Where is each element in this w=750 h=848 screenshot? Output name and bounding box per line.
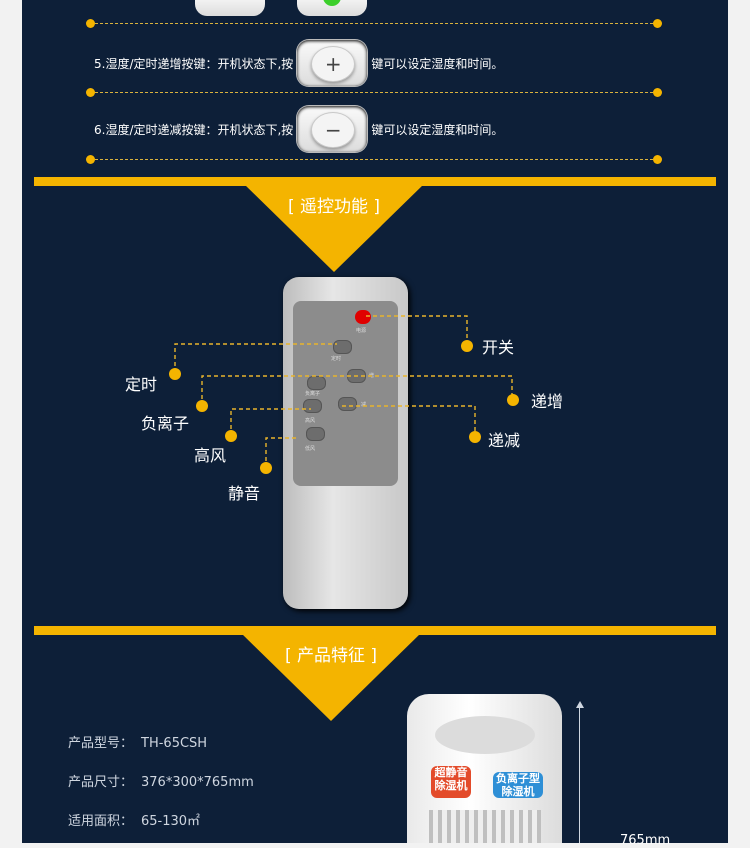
label-mute: 静音: [228, 484, 261, 503]
minus-icon: −: [311, 112, 356, 148]
instruction-text: 6.湿度/定时递减按键：开机状态下,按: [94, 122, 294, 137]
divider: [86, 19, 662, 29]
partial-key-button: [297, 0, 367, 16]
remote-label: 低风: [305, 446, 316, 452]
label-anion: 负离子: [141, 414, 190, 433]
spec-area: 适用面积： 65-130㎡: [68, 810, 200, 829]
remote-label: 定时: [331, 356, 342, 362]
section-triangle: [244, 184, 424, 272]
instruction-text: 键可以设定湿度和时间。: [371, 122, 504, 137]
arrow-up-icon: [576, 701, 584, 708]
remote-control-image: 电源 定时 负离子 增 减 高风 低风: [283, 277, 408, 609]
label-power: 开关: [482, 338, 515, 357]
spec-label: 产品尺寸：: [68, 775, 134, 790]
increase-key: +: [297, 40, 368, 86]
remote-label: 电源: [356, 328, 367, 334]
label-decrease: 递减: [488, 431, 521, 450]
section-triangle: [241, 633, 421, 721]
spec-model: 产品型号： TH-65CSH: [68, 732, 207, 751]
section-title-product: [ 产品特征 ]: [284, 646, 378, 666]
callout-dot: [196, 400, 208, 412]
remote-button: [303, 399, 322, 413]
spec-size: 产品尺寸： 376*300*765mm: [68, 771, 254, 790]
label-high-wind: 高风: [194, 446, 227, 465]
spec-value: 376*300*765mm: [141, 775, 254, 790]
height-dimension-line: [579, 706, 580, 843]
remote-label: 增: [369, 373, 375, 379]
section-bar: [34, 177, 716, 186]
instruction-text: 5.湿度/定时递增按键：开机状态下,按: [94, 56, 294, 71]
remote-button: [333, 340, 352, 354]
callout-dot: [169, 368, 181, 380]
remote-label: 负离子: [305, 391, 321, 397]
callout-dot: [469, 431, 481, 443]
section-title-remote: [ 遥控功能 ]: [287, 197, 381, 217]
air-grille: [429, 810, 541, 843]
remote-button: [338, 397, 357, 411]
instruction-increase: 5.湿度/定时递增按键：开机状态下,按 + 键可以设定湿度和时间。: [94, 40, 503, 86]
remote-label: 减: [361, 402, 367, 408]
spec-value: 65-130㎡: [141, 814, 201, 829]
height-dimension-label: 765mm: [620, 833, 671, 848]
remote-button: [347, 369, 366, 383]
plus-icon: +: [311, 46, 356, 82]
label-increase: 递增: [531, 392, 564, 411]
remote-button: [307, 376, 326, 390]
spec-value: TH-65CSH: [141, 736, 208, 751]
partial-key-button: [195, 0, 265, 16]
divider: [86, 155, 662, 165]
divider: [86, 88, 662, 98]
label-timer: 定时: [125, 375, 158, 394]
callout-dot: [225, 430, 237, 442]
spec-label: 产品型号：: [68, 736, 134, 751]
decrease-key: −: [297, 106, 368, 152]
control-panel: [435, 716, 535, 754]
dehumidifier-product-image: 超静音 除湿机 负离子型 除湿机: [407, 694, 562, 843]
remote-label: 高风: [305, 418, 316, 424]
instruction-text: 键可以设定湿度和时间。: [371, 56, 504, 71]
green-indicator-icon: [323, 0, 341, 6]
section-bar: [34, 626, 716, 635]
callout-dot: [507, 394, 519, 406]
callout-dot: [461, 340, 473, 352]
instruction-decrease: 6.湿度/定时递减按键：开机状态下,按 − 键可以设定湿度和时间。: [94, 106, 503, 152]
callout-dot: [260, 462, 272, 474]
badge-silent: 超静音 除湿机: [431, 766, 471, 798]
badge-anion: 负离子型 除湿机: [493, 772, 543, 798]
remote-button: [306, 427, 325, 441]
power-button-icon: [355, 310, 371, 324]
spec-label: 适用面积：: [68, 814, 134, 829]
